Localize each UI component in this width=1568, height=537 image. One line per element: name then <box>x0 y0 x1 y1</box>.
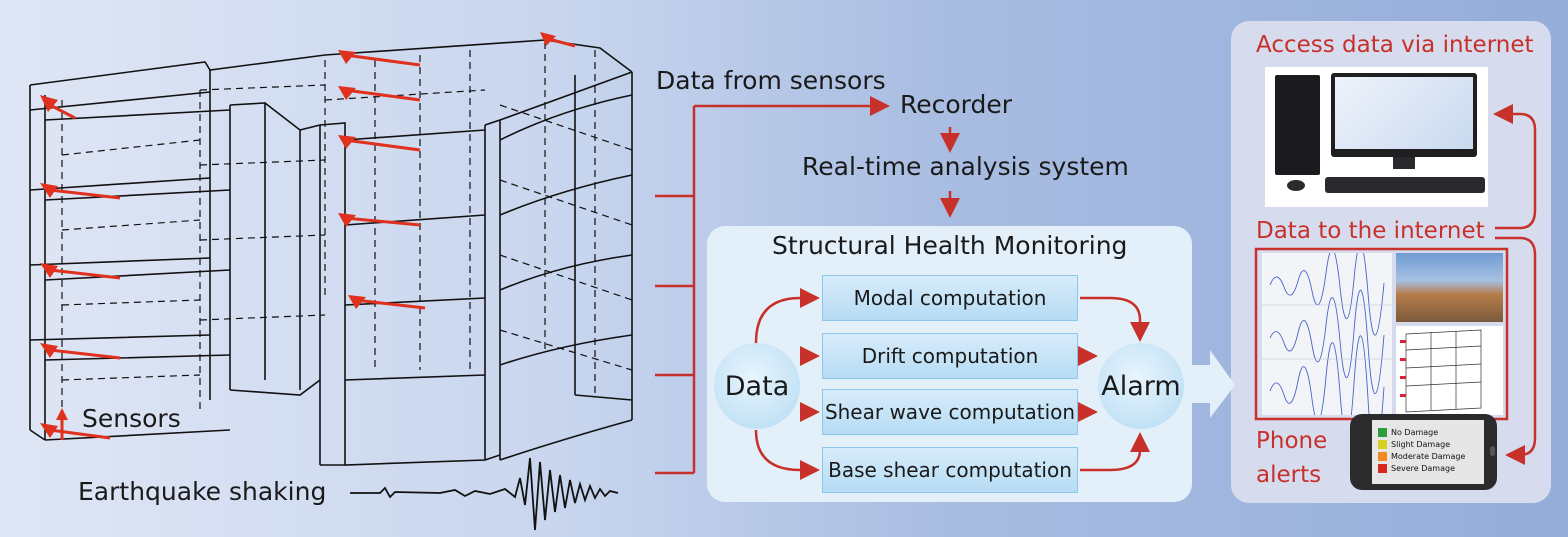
building-model-thumbnail <box>1396 326 1503 415</box>
alert-color-red <box>1378 463 1387 473</box>
phone-alerts-line2: alerts <box>1256 462 1322 488</box>
data-to-internet-label: Data to the internet <box>1256 218 1485 244</box>
alarm-node: Alarm <box>1098 343 1184 429</box>
data-from-sensors-label: Data from sensors <box>656 66 886 95</box>
waveform-plots-thumbnail <box>1262 244 1392 456</box>
data-node: Data <box>714 343 800 429</box>
alert-color-orange <box>1378 451 1387 461</box>
computer-image <box>1265 67 1488 207</box>
building-photo <box>1396 253 1503 322</box>
alert-slight-damage: Slight Damage <box>1378 438 1478 450</box>
alert-moderate-damage: Moderate Damage <box>1378 450 1478 462</box>
base-shear-computation-box: Base shear computation <box>822 447 1078 493</box>
building-model-drawing <box>1400 329 1482 413</box>
earthquake-label: Earthquake shaking <box>78 477 327 506</box>
waveform-plots <box>1262 244 1392 456</box>
phone-home-button-icon <box>1490 446 1495 456</box>
recorder-label: Recorder <box>900 90 1013 119</box>
mouse-icon <box>1287 180 1305 191</box>
modal-computation-box: Modal computation <box>822 275 1078 321</box>
alert-color-yellow <box>1378 439 1387 449</box>
phone-device: No Damage Slight Damage Moderate Damage … <box>1350 414 1497 490</box>
phone-alerts-line1: Phone <box>1256 428 1328 454</box>
pc-tower-icon <box>1275 75 1320 175</box>
alert-severe-damage: Severe Damage <box>1378 462 1478 474</box>
keyboard-icon <box>1325 177 1485 193</box>
drift-computation-box: Drift computation <box>822 333 1078 379</box>
access-data-label: Access data via internet <box>1256 32 1534 58</box>
realtime-label: Real-time analysis system <box>802 152 1129 181</box>
sensor-arrows <box>49 36 576 440</box>
sensors-label: Sensors <box>82 404 181 433</box>
sensor-arrowheads <box>40 32 556 438</box>
alert-color-green <box>1378 427 1387 437</box>
phone-screen: No Damage Slight Damage Moderate Damage … <box>1372 420 1484 484</box>
monitor-icon <box>1331 73 1477 157</box>
alert-no-damage: No Damage <box>1378 426 1478 438</box>
sensor-bus <box>655 96 890 475</box>
seismogram-wave <box>350 457 619 531</box>
shear-wave-computation-box: Shear wave computation <box>822 389 1078 435</box>
shm-title: Structural Health Monitoring <box>772 231 1128 260</box>
building-hidden-lines <box>61 42 633 425</box>
